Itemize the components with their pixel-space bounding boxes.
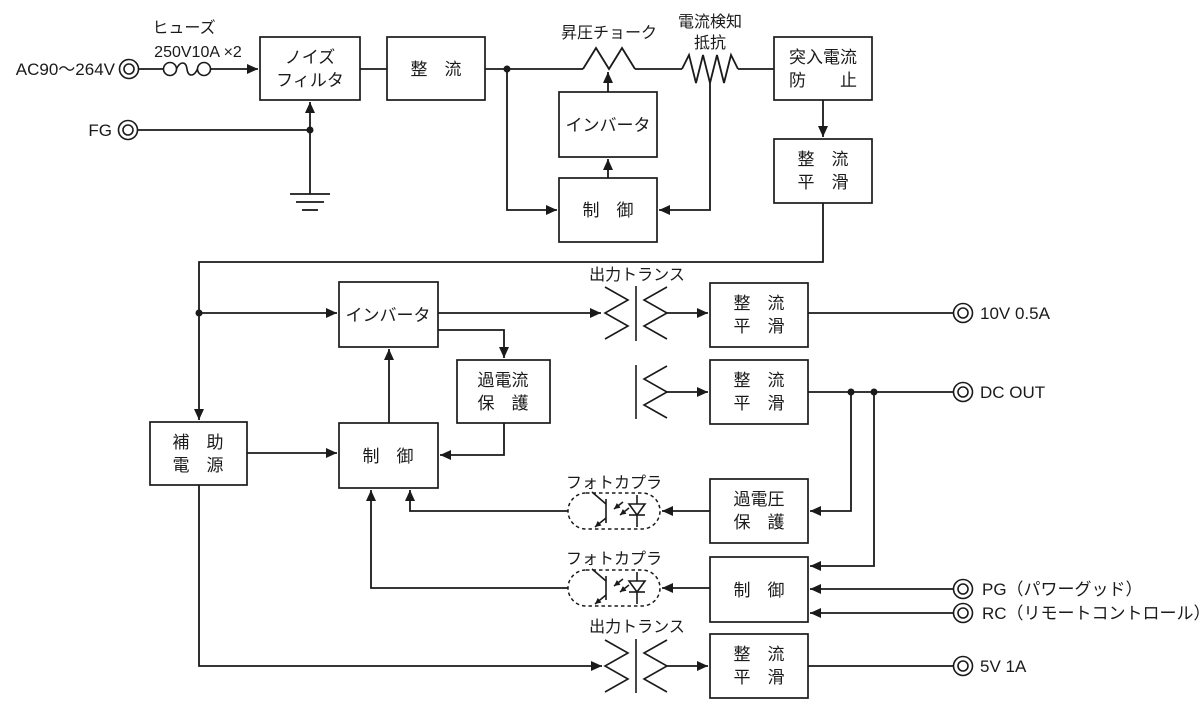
main-control-block: 制 御 [338,422,439,489]
line-photo2-to-control [366,490,568,589]
ac-input-label: AC90〜264V [16,60,116,79]
inrush-protect-block: 突入電流 防 止 [773,36,873,101]
dc-out-label: DC OUT [980,383,1045,402]
ocp-label-2: 保 護 [478,394,529,413]
aux-power-block: 補 助 電 源 [149,421,248,486]
line-dcout-to-ovp [810,392,852,516]
current-sense-label-1: 電流検知 [678,13,742,31]
rect-smooth-main-label-1: 整 流 [798,150,849,169]
overcurrent-protect-block: 過電流 保 護 [456,359,551,424]
inrush-label-1: 突入電流 [789,48,857,67]
boost-choke-icon [582,46,636,71]
line-ocp-to-control [440,423,505,460]
rectifier-in-block: 整 流 [386,36,486,101]
rect-smooth-10v-block: 整 流 平 滑 [709,282,809,348]
line-sense-to-pfc-control [659,83,711,215]
line-inverter-to-ocp [438,329,509,358]
rect-smooth-main-label-2: 平 滑 [798,173,849,192]
line-photo1-to-control [405,490,568,512]
out-5v-label: 5V 1A [980,657,1027,676]
rect-smooth-dc-block: 整 流 平 滑 [709,359,809,425]
main-inverter-block: インバータ [338,281,439,348]
dc-out-connector-icon [952,381,974,403]
line-aux-to-trans2 [198,485,602,671]
ac-input-connector-icon [118,58,140,80]
aux-power-label-2: 電 源 [173,456,224,475]
boost-choke-label: 昇圧チョーク [561,24,657,42]
rc-label: RC（リモートコントロール） [982,604,1200,623]
rect-smooth-main-block: 整 流 平 滑 [773,138,873,204]
pfc-inverter-block: インバータ [558,91,658,158]
pg-connector-icon [952,578,974,600]
ovp-label-1: 過電圧 [734,490,785,509]
fg-label: FG [88,121,112,140]
sec-control-block: 制 御 [709,556,809,623]
output-transformer-1-icon [603,286,669,341]
ocp-label-1: 過電流 [478,371,529,390]
noise-filter-label-1: ノイズ [285,48,336,67]
fuse-name-label: ヒューズ [152,19,215,37]
output-transformer-3-icon [603,639,669,693]
rect-smooth-dc-label-1: 整 流 [734,371,785,390]
line-dcout-to-sec-control [810,392,875,571]
output-transformer-2-icon [635,365,669,419]
line-bus-to-pfc-control [506,69,557,215]
main-control-label: 制 御 [363,447,414,466]
photocoupler-2-icon [567,568,661,607]
rect-smooth-5v-block: 整 流 平 滑 [709,633,809,699]
current-sense-label-2: 抵抗 [694,34,726,52]
rect-smooth-5v-label-1: 整 流 [734,645,785,664]
ground-icon [290,193,330,211]
fg-connector-icon [117,119,139,141]
rect-smooth-10v-label-2: 平 滑 [734,317,785,336]
pfc-control-label: 制 御 [583,201,634,220]
current-sense-resistor-icon [681,52,739,84]
photocoupler-1-icon [567,491,661,530]
overvoltage-protect-block: 過電圧 保 護 [709,478,809,544]
fuse-icon [139,61,212,77]
rect-smooth-5v-label-2: 平 滑 [734,668,785,687]
out-5v-connector-icon [952,655,974,677]
rc-connector-icon [952,602,974,624]
main-inverter-label: インバータ [346,306,431,325]
pfc-inverter-label: インバータ [566,116,651,135]
rectifier-in-label: 整 流 [411,60,462,79]
sec-control-label: 制 御 [734,581,785,600]
output-trans-2-label: 出力トランス [589,618,685,636]
out-10v-connector-icon [952,302,974,324]
fuse-rating-label: 250V10A ×2 [154,44,242,61]
noise-filter-label-2: フィルタ [276,71,344,90]
out-10v-label: 10V 0.5A [980,304,1051,323]
photocoupler-2-label: フォトカプラ [566,550,662,568]
rect-smooth-dc-label-2: 平 滑 [734,394,785,413]
noise-filter-block: ノイズ フィルタ [259,36,361,101]
dc-bus-line [194,203,824,420]
output-trans-1-label: 出力トランス [589,266,685,284]
rect-smooth-10v-label-1: 整 流 [734,294,785,313]
pfc-control-block: 制 御 [558,177,658,243]
aux-power-label-1: 補 助 [173,433,224,452]
ovp-label-2: 保 護 [734,513,785,532]
inrush-label-2: 防 止 [789,71,857,90]
photocoupler-1-label: フォトカプラ [566,474,662,492]
pg-label: PG（パワーグッド） [982,580,1143,599]
